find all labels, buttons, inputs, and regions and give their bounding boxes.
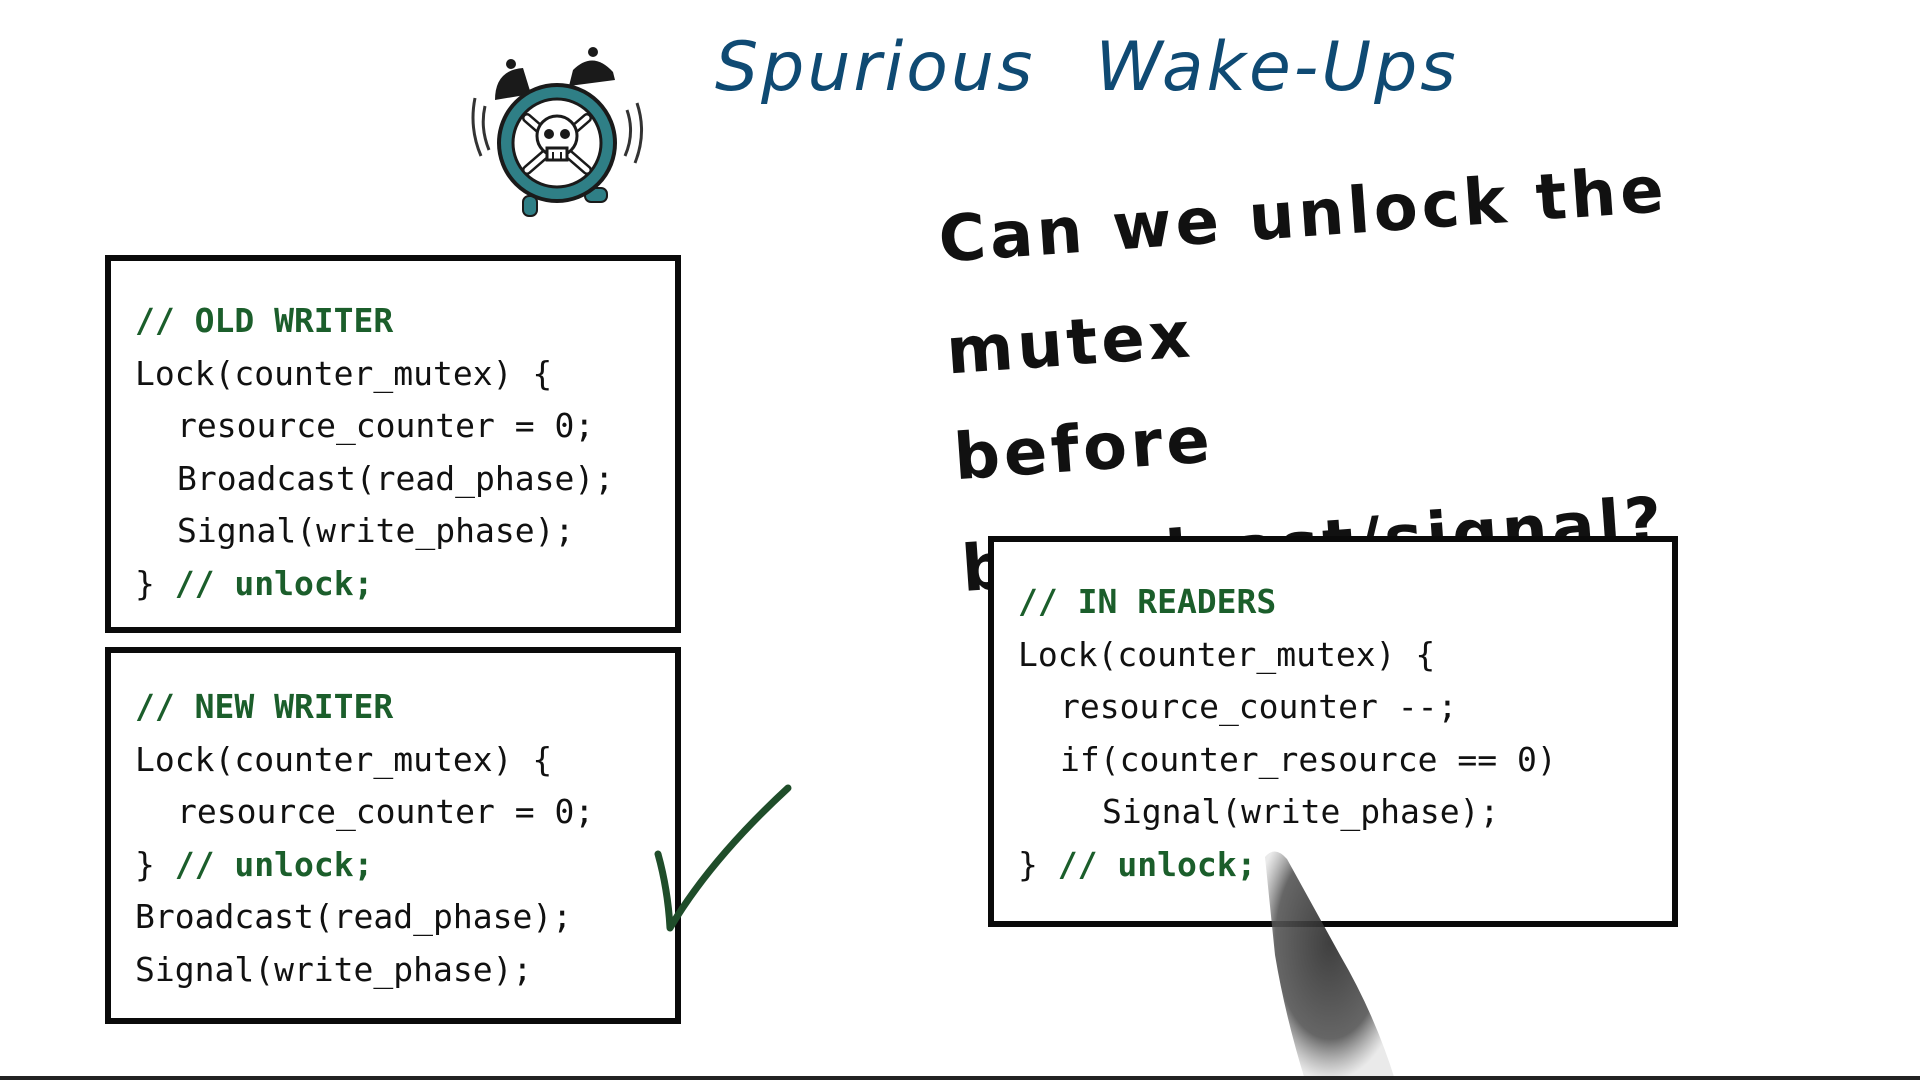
- code-line: resource_counter = 0;: [177, 406, 595, 445]
- checkmark-icon: [654, 784, 792, 932]
- code-line: Signal(write_phase);: [177, 511, 575, 550]
- unlock-comment: // unlock;: [174, 563, 374, 603]
- old-writer-code-box: // OLD WRITER Lock(counter_mutex) { resour…: [105, 255, 681, 633]
- code-line: Lock(counter_mutex) {: [135, 739, 553, 779]
- question-line-1: Can we unlock the mutex: [936, 153, 1670, 390]
- slide-title: Spurious Wake-Ups: [715, 28, 1459, 107]
- pen-hand-icon: [1265, 851, 1395, 1080]
- bottom-divider: [0, 1076, 1920, 1080]
- title-word-spurious: Spurious: [715, 28, 1036, 107]
- code-line: resource_counter = 0;: [177, 792, 595, 831]
- code-line: Broadcast(read_phase);: [135, 897, 573, 936]
- code-line: Lock(counter_mutex) {: [1018, 634, 1436, 674]
- new-writer-comment: // NEW WRITER: [135, 687, 394, 726]
- closing-brace: }: [1018, 844, 1058, 884]
- title-word-wakeups: Wake-Ups: [1095, 28, 1459, 107]
- readers-comment: // IN READERS: [1018, 582, 1277, 621]
- code-line-unlock: } // unlock;: [135, 839, 675, 892]
- unlock-comment: // unlock;: [174, 844, 374, 884]
- code-line: if(counter_resource == 0): [1060, 739, 1557, 779]
- code-line-unlock: } // unlock;: [1018, 839, 1672, 892]
- new-writer-code-box: // NEW WRITER Lock(counter_mutex) { resour…: [105, 647, 681, 1024]
- alarm-clock-skull-icon: [471, 47, 643, 217]
- code-line: Signal(write_phase);: [135, 949, 533, 989]
- code-line: Lock(counter_mutex) {: [135, 353, 553, 393]
- old-writer-comment: // OLD WRITER: [135, 301, 394, 340]
- code-line: resource_counter --;: [1060, 687, 1458, 726]
- closing-brace: }: [135, 563, 175, 603]
- code-line: Broadcast(read_phase);: [177, 458, 615, 498]
- unlock-comment: // unlock;: [1057, 844, 1257, 884]
- code-line: Signal(write_phase);: [1102, 792, 1500, 831]
- code-line-unlock: } // unlock;: [135, 558, 675, 611]
- readers-code-box: // IN READERS Lock(counter_mutex) { resour…: [988, 536, 1678, 927]
- closing-brace: }: [135, 844, 175, 884]
